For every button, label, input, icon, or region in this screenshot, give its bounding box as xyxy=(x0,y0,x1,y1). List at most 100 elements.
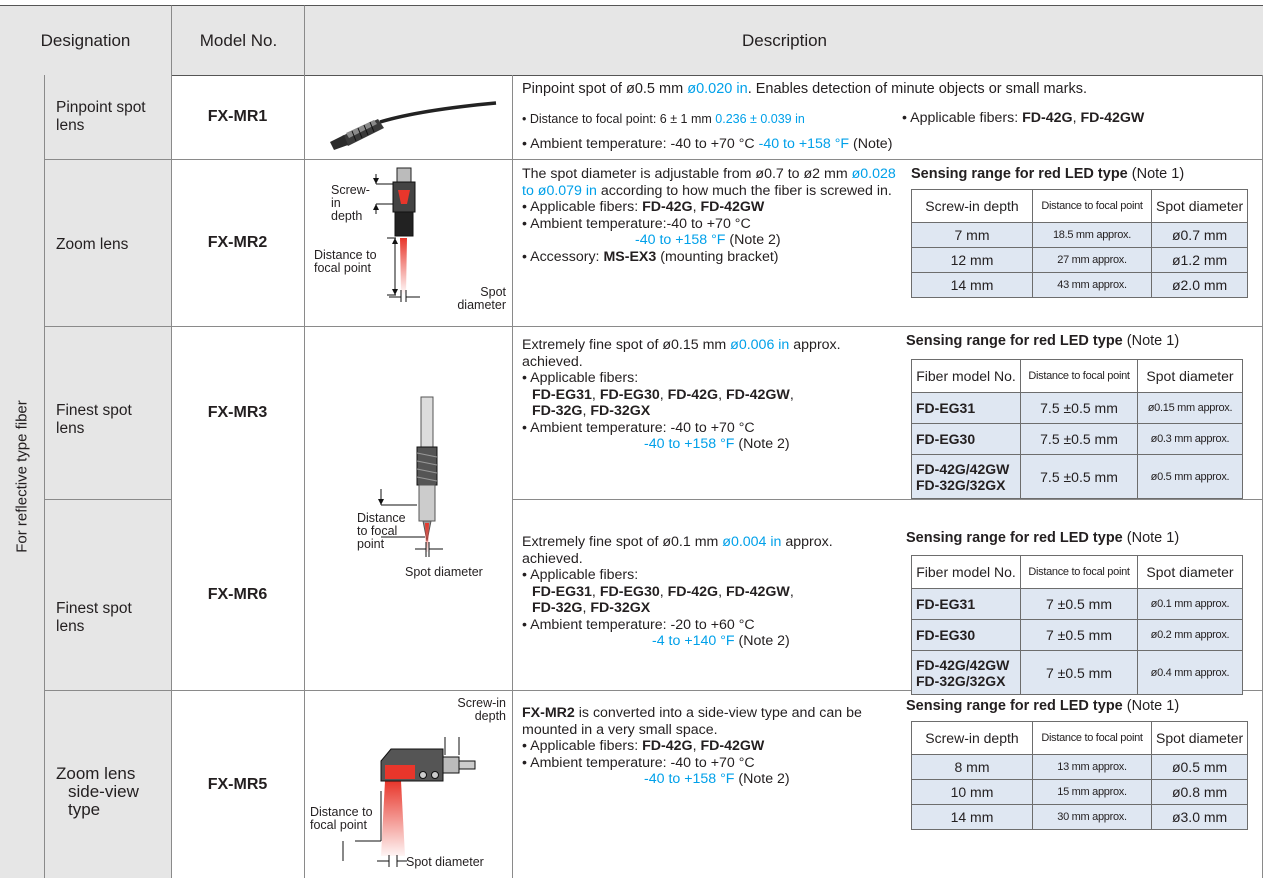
mr3-cell: ø0.15 mm approx. xyxy=(1137,392,1243,424)
mr6-f3: FD-42G xyxy=(667,583,719,600)
mr5-cell: 8 mm xyxy=(911,754,1033,780)
mr3-sep: , xyxy=(789,386,794,403)
mr5-th-2: Spot diameter xyxy=(1150,721,1249,755)
mr5-name3: type xyxy=(68,800,101,819)
mr3-f1: FD-EG31 xyxy=(532,386,592,403)
mr2-cell: 14 mm xyxy=(911,272,1033,298)
mr5-cell: 15 mm approx. xyxy=(1032,779,1152,805)
mr6-r3a: FD-42G/42GW xyxy=(916,656,1010,673)
mr2-d2a: • Applicable fibers: xyxy=(522,199,643,215)
model-mr2: FX-MR2 xyxy=(207,234,268,251)
mr5-th-1: Distance to focal point xyxy=(1032,721,1152,755)
mr2-title-bold: Sensing range for red LED type xyxy=(911,166,1128,182)
mr5-d1b: is converted into a side-view type and c… xyxy=(522,705,862,738)
mr1-d1b: ø0.020 in xyxy=(687,81,748,97)
mr2-d4c: (mounting bracket) xyxy=(656,248,779,265)
mr6-d1b: ø0.004 in xyxy=(722,534,782,550)
mr5-d3b: -40 to +158 °F xyxy=(644,771,735,787)
model-mr6: FX-MR6 xyxy=(207,586,268,603)
mr2-label-spot: Spot diameter xyxy=(457,285,506,312)
designation-mr2: Zoom lens xyxy=(56,236,129,253)
mr6-f1: FD-EG31 xyxy=(532,583,592,600)
mr3-cell: ø0.3 mm approx. xyxy=(1137,423,1243,455)
mr3-cell: 7.5 ±0.5 mm xyxy=(1020,392,1138,424)
grid-line xyxy=(171,75,172,878)
mr6-f2: FD-EG30 xyxy=(599,583,660,600)
mr5-table-title: Sensing range for red LED type (Note 1) xyxy=(906,698,1179,714)
mr2-d4b: MS-EX3 xyxy=(603,248,657,265)
row-divider xyxy=(44,690,1263,691)
description-mr5: FX-MR2 is converted into a side-view typ… xyxy=(522,705,902,788)
lens-mr3-mr6-diagram xyxy=(378,396,443,557)
mr3-sep: , xyxy=(582,403,591,419)
mr1-d2f: FD-42GW xyxy=(1080,110,1145,126)
mr2-cell: ø1.2 mm xyxy=(1150,247,1249,273)
mr3-th-2: Spot diameter xyxy=(1137,359,1243,393)
mr2-label-screw: Screw-in depth xyxy=(331,183,370,223)
mr1-d2b: 0.236 ± 0.039 in xyxy=(715,112,805,126)
mr6-sep: , xyxy=(718,583,726,600)
description-mr1: Pinpoint spot of ø0.5 mm ø0.020 in. Enab… xyxy=(522,81,1257,98)
row-divider xyxy=(44,499,172,500)
shared-label-distance: Distance to focal point xyxy=(357,511,406,551)
mr3-sep: , xyxy=(591,386,600,403)
mr2-cell: 27 mm approx. xyxy=(1032,247,1152,273)
description-mr1-line2: • Distance to focal point: 6 ± 1 mm 0.23… xyxy=(522,111,1257,128)
mr2-d2c: , xyxy=(692,199,701,215)
designation-mr1: Pinpoint spot lens xyxy=(56,99,146,134)
mr5-label-spot: Spot diameter xyxy=(406,855,484,869)
mr3-cell: FD-EG30 xyxy=(911,423,1021,455)
mr3-cell: ø0.5 mm approx. xyxy=(1137,454,1243,499)
mr3-cell: FD-EG31 xyxy=(911,392,1021,424)
mr1-d2c: • Applicable fibers: xyxy=(902,110,1023,126)
header-model-label: Model No. xyxy=(199,30,278,50)
shared-label-spot: Spot diameter xyxy=(405,565,483,579)
model-mr1: FX-MR1 xyxy=(207,108,268,125)
mr3-r3b: FD-32G/32GX xyxy=(916,476,1006,493)
mr5-th-0: Screw-in depth xyxy=(911,721,1033,755)
mr2-d4a: • Accessory: xyxy=(522,248,604,265)
mr3-f6: FD-32GX xyxy=(590,403,651,419)
mr6-cell: 7 ±0.5 mm xyxy=(1020,588,1138,620)
mr6-sep: , xyxy=(582,600,591,616)
mr6-d3c: (Note 2) xyxy=(734,633,790,649)
grid-line xyxy=(512,75,513,878)
grid-line xyxy=(304,75,305,878)
row-divider xyxy=(512,499,1263,500)
header-description-label: Description xyxy=(741,30,828,50)
mr5-d2d: FD-42GW xyxy=(700,738,765,754)
mr5-title-bold: Sensing range for red LED type xyxy=(906,698,1123,714)
mr2-d3a: • Ambient temperature:-40 to +70 °C xyxy=(522,215,751,232)
mr3-d1a: Extremely fine spot of ø0.15 mm xyxy=(522,337,731,353)
mr3-f3: FD-42G xyxy=(667,386,719,403)
mr1-d2d: FD-42G xyxy=(1022,110,1073,126)
mr3-f5: FD-32G xyxy=(532,403,583,419)
mr6-sep: , xyxy=(789,583,794,600)
header-designation-label: Designation xyxy=(40,30,131,50)
mr2-d1c: according to how much the fiber is screw… xyxy=(596,182,892,199)
mr2-d3b: -40 to +158 °F xyxy=(635,232,726,248)
mr2-cell: 7 mm xyxy=(911,222,1033,248)
mr6-d2: • Applicable fibers: xyxy=(522,567,639,583)
mr2-cell: ø2.0 mm xyxy=(1150,272,1249,298)
mr6-d1c: approx. achieved. xyxy=(522,534,833,567)
mr2-table-title: Sensing range for red LED type (Note 1) xyxy=(911,166,1184,182)
mr5-label-distance: Distance to focal point xyxy=(310,805,373,832)
mr2-d2d: FD-42GW xyxy=(700,199,765,215)
mr6-cell: 7 ±0.5 mm xyxy=(1020,619,1138,651)
mr6-d3b: -4 to +140 °F xyxy=(652,633,735,649)
group-label: For reflective type fiber xyxy=(13,400,31,553)
lens-mr5-diagram xyxy=(342,737,476,867)
mr5-cell: 13 mm approx. xyxy=(1032,754,1152,780)
mr3-table-title: Sensing range for red LED type (Note 1) xyxy=(906,333,1179,349)
mr2-d1b: ø0.028 to ø0.079 in xyxy=(522,166,896,199)
mr5-cell: 14 mm xyxy=(911,804,1033,830)
header-designation: Designation xyxy=(0,5,171,76)
mr6-title-note: (Note 1) xyxy=(1126,530,1180,546)
mr6-sep: , xyxy=(659,583,668,600)
